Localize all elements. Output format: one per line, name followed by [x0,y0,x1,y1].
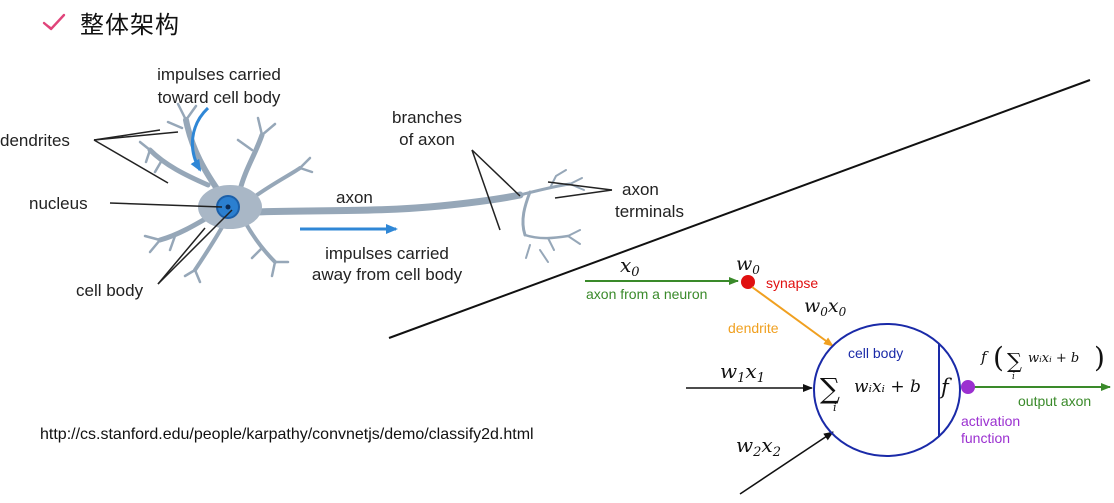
label-axon: axon [336,188,373,207]
output-axon-label: output axon [1018,393,1091,409]
slide-header: 整体架构 [42,2,180,42]
activation-label-2: function [961,430,1010,446]
output-paren-open: ( [993,341,1004,374]
impulse-toward-arrow [190,106,210,172]
synapse-dot [741,275,755,289]
output-sum-symbol: ∑ [1007,349,1022,373]
label-impulses-away-1: impulses carried [325,244,449,263]
label-impulses-away-2: away from cell body [312,265,463,284]
artificial-neuron-drawing [585,275,1111,495]
label-branches-2: of axon [399,130,455,149]
output-f: f [980,348,989,366]
biological-leader-lines [93,129,613,285]
weight0-label: w0 [736,253,760,277]
label-impulses-toward-2: toward cell body [158,88,281,107]
output-sum-index: i [1012,372,1015,382]
input0-label: x0 [620,253,640,280]
cell-body-circle [813,323,961,457]
activation-label-1: activation [961,413,1020,429]
label-impulses-toward-1: impulses carried [157,65,281,84]
sum-symbol: ∑ [820,372,840,405]
output-expression: wᵢxᵢ + b [1028,351,1079,366]
sum-expression: wᵢxᵢ + b [854,377,921,397]
output-paren-close: ) [1094,341,1105,374]
check-icon [42,13,66,31]
label-nucleus: nucleus [29,194,88,213]
sum-index: i [833,401,837,414]
source-url: http://cs.stanford.edu/people/karpathy/c… [40,426,534,443]
weighted-input0-label: w0x0 [804,295,847,319]
label-dendrites: dendrites [0,131,70,150]
dendrite-arrow [751,286,834,347]
label-branches-1: branches [392,108,462,127]
label-terminals-1: axon [622,180,659,199]
label-terminals-2: terminals [615,202,684,221]
axon-from-neuron-label: axon from a neuron [586,286,707,302]
label-cell-body: cell body [76,281,144,300]
slide-title: 整体架构 [80,10,180,39]
cell-body-label: cell body [848,345,903,361]
dendrite-label: dendrite [728,320,779,336]
input2-arrow [739,431,834,495]
synapse-label: synapse [766,275,818,291]
input2-label: w2x2 [736,433,781,460]
input1-label: w1x1 [720,359,765,386]
biological-neuron-drawing [138,102,585,284]
activation-dot [961,380,975,394]
diagonal-divider [388,79,1091,339]
activation-symbol: f [939,375,952,399]
